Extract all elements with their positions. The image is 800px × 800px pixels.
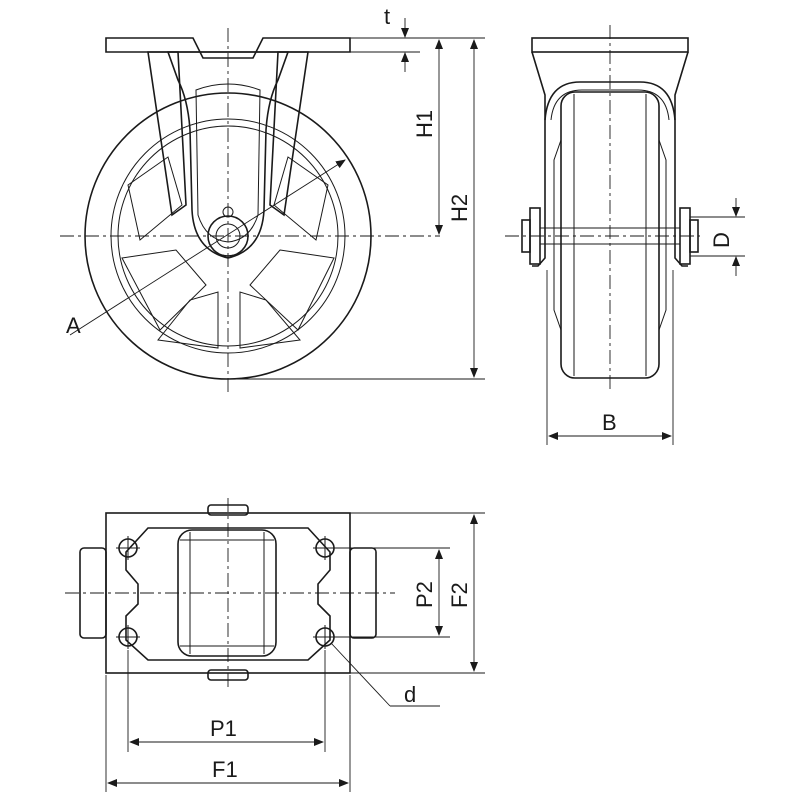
dimension-f1: F1 xyxy=(105,675,351,792)
top-plate-outline xyxy=(105,512,351,674)
dimension-h1: H1 xyxy=(412,37,485,235)
label-f2: F2 xyxy=(447,582,472,608)
dimension-d-axle: D xyxy=(690,198,745,276)
label-h2: H2 xyxy=(447,194,472,222)
dimension-h2: H2 xyxy=(228,39,485,380)
wheel-spokes xyxy=(121,156,335,349)
label-d-hole: d xyxy=(404,682,416,707)
dimension-p2: P2 xyxy=(337,547,450,638)
axle-nut xyxy=(207,215,249,257)
fork-right-leg xyxy=(269,51,309,217)
top-wheel xyxy=(177,529,277,657)
side-top-plate xyxy=(531,37,689,53)
side-fork-arch xyxy=(544,81,676,121)
dimension-p1: P1 xyxy=(127,650,326,752)
side-fork-right xyxy=(674,51,689,267)
fork-left-leg xyxy=(147,51,187,217)
bolt-holes xyxy=(116,536,337,649)
label-a: A xyxy=(66,313,81,338)
label-d-axle: D xyxy=(709,232,734,248)
axle-bolt xyxy=(215,223,241,249)
label-h1: H1 xyxy=(412,110,437,138)
label-p2: P2 xyxy=(412,581,437,608)
fork-body xyxy=(166,51,290,259)
label-t: t xyxy=(384,4,390,29)
label-b: B xyxy=(602,410,617,435)
front-view: A t H1 H2 xyxy=(60,4,485,392)
label-p1: P1 xyxy=(210,716,237,741)
top-axle-end-lower xyxy=(207,669,249,681)
dimension-d-hole: d xyxy=(330,642,440,707)
side-fork-left xyxy=(531,51,546,267)
label-f1: F1 xyxy=(212,757,238,782)
grease-nipple xyxy=(222,206,234,218)
dimension-f2: F2 xyxy=(350,512,485,674)
top-view: d P1 F1 P2 F2 xyxy=(65,498,485,792)
dimension-a: A xyxy=(66,159,346,338)
top-plate-inner-profile xyxy=(125,527,331,661)
wheel-hub-rim xyxy=(117,125,339,347)
dimension-b: B xyxy=(546,270,674,445)
side-view: D B xyxy=(505,25,745,445)
wheel-tread-inner xyxy=(110,118,346,354)
side-fork-arch-inner xyxy=(550,89,670,121)
side-wheel xyxy=(560,91,660,379)
side-axle xyxy=(521,207,699,265)
top-axle-end-upper xyxy=(207,504,249,516)
dimension-t: t xyxy=(350,4,420,72)
